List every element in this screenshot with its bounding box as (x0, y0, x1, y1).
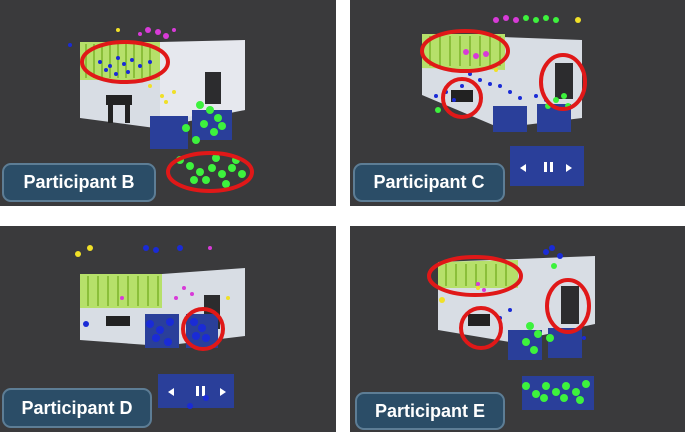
scene-participant-c (420, 15, 587, 186)
gaze-dots-blue (498, 245, 586, 340)
highlight-ring (459, 306, 503, 350)
panel-participant-d: Participant D (0, 226, 336, 432)
highlight-ring (420, 29, 510, 73)
highlight-ring (80, 40, 170, 84)
highlight-ring (166, 151, 254, 193)
participant-label: Participant D (2, 388, 152, 428)
gaze-dots-green (522, 263, 590, 404)
participant-label: Participant C (353, 163, 505, 202)
scene-participant-b (68, 27, 254, 193)
participant-label: Participant E (355, 392, 505, 430)
gaze-dots-magenta (463, 15, 519, 59)
gaze-dots-magenta (120, 246, 212, 300)
gaze-dots-blue (83, 245, 210, 409)
highlight-ring (545, 278, 591, 334)
gaze-dots-magenta (138, 27, 176, 39)
green-wall-panel (80, 274, 162, 308)
panel-participant-c: Participant C (350, 0, 685, 206)
highlight-ring (181, 307, 225, 351)
scene-participant-e (427, 245, 595, 410)
gaze-dots-green (176, 101, 246, 188)
video-control-icons (168, 386, 226, 396)
cabinet (561, 286, 579, 324)
highlight-ring (427, 255, 523, 297)
media-panel-right (192, 110, 232, 140)
gaze-dots-yellow (439, 286, 480, 303)
green-wall-panel (80, 42, 160, 80)
table (106, 95, 132, 105)
highlight-ring (441, 77, 483, 119)
right-wall (160, 40, 245, 120)
table (106, 316, 130, 326)
wall-stripes (87, 276, 159, 306)
participant-label: Participant B (2, 163, 156, 202)
table (468, 314, 490, 326)
scene-participant-d (75, 245, 245, 409)
gaze-dots-yellow (494, 17, 581, 72)
gaze-dots-yellow (116, 28, 176, 104)
gaze-dots-blue (68, 43, 152, 76)
cabinet (205, 72, 221, 104)
panel-participant-e: Participant E (350, 226, 685, 432)
green-wall-panel (438, 260, 518, 288)
highlight-ring (539, 53, 587, 111)
table (451, 90, 473, 102)
video-control-icons (520, 162, 572, 172)
panel-participant-b: Participant B (0, 0, 336, 206)
gaze-dots-magenta (476, 282, 486, 292)
wall-stripes (445, 264, 507, 286)
media-panel-left (493, 106, 527, 132)
cabinet (555, 63, 573, 99)
gaze-dots-yellow (75, 245, 230, 300)
media-panel-left (150, 116, 188, 149)
